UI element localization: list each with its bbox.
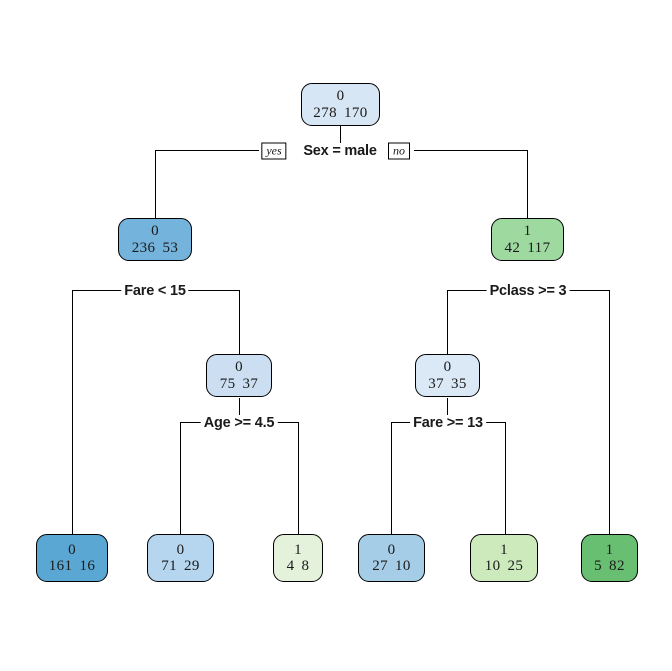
node-class-label: 1 xyxy=(500,541,508,558)
edge-pclass3-yes xyxy=(447,290,448,354)
split-label-fare15: Fare < 15 xyxy=(121,283,189,299)
edge-root-right-h xyxy=(414,150,527,151)
node-class-label: 0 xyxy=(151,223,159,240)
edge-fare15-no xyxy=(239,290,240,354)
split-label-pclass3: Pclass >= 3 xyxy=(486,283,570,299)
node-class-label: 1 xyxy=(294,541,302,558)
node-class-label: 0 xyxy=(336,88,345,105)
edge-to-node-male xyxy=(155,150,156,218)
node-class-label: 0 xyxy=(387,541,396,558)
edge-fare13-yes xyxy=(391,422,392,534)
edge-root-left-h xyxy=(155,150,259,151)
edge-fare13-stem xyxy=(447,398,448,422)
node-class-label: 1 xyxy=(605,541,614,558)
edge-age-stem xyxy=(239,398,240,422)
edge-label-no: no xyxy=(388,142,410,160)
edge-age45-yes xyxy=(180,422,181,534)
split-label-sex: Sex = male xyxy=(300,143,380,159)
node-class-label: 0 xyxy=(176,541,185,558)
node-class-label: 1 xyxy=(523,223,532,240)
edge-fare15-yes xyxy=(72,290,73,534)
edge-label-yes: yes xyxy=(261,142,287,160)
edge-to-node-female xyxy=(527,150,528,218)
edge-pclass3-no xyxy=(609,290,610,534)
edge-root-stem xyxy=(340,126,341,150)
edge-age45-no xyxy=(298,422,299,534)
split-label-age45: Age >= 4.5 xyxy=(200,415,278,431)
split-label-fare13: Fare >= 13 xyxy=(410,415,486,431)
edge-fare13-no xyxy=(505,422,506,534)
node-class-label: 0 xyxy=(443,359,452,376)
node-class-label: 0 xyxy=(235,359,243,376)
node-class-label: 0 xyxy=(68,541,76,558)
